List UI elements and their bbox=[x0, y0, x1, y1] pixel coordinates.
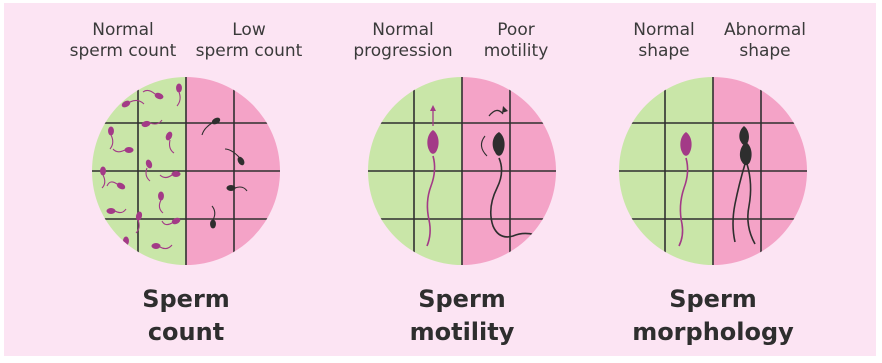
motility-normal-label: Normal progression bbox=[348, 20, 458, 62]
motility-poor-label: Poor motility bbox=[466, 20, 566, 62]
sperm-morphology-title: Sperm morphology bbox=[613, 283, 813, 349]
sperm-morphology-circle bbox=[618, 76, 808, 266]
count-normal-label: Normal sperm count bbox=[60, 20, 186, 62]
morphology-normal-label: Normal shape bbox=[614, 20, 714, 62]
sperm-motility-circle bbox=[367, 76, 557, 266]
morphology-abnormal-label: Abnormal shape bbox=[710, 20, 820, 62]
sperm-count-circle bbox=[91, 76, 281, 266]
sperm-count-title: Sperm count bbox=[86, 283, 286, 349]
sperm-motility-title: Sperm motility bbox=[362, 283, 562, 349]
count-low-label: Low sperm count bbox=[186, 20, 312, 62]
